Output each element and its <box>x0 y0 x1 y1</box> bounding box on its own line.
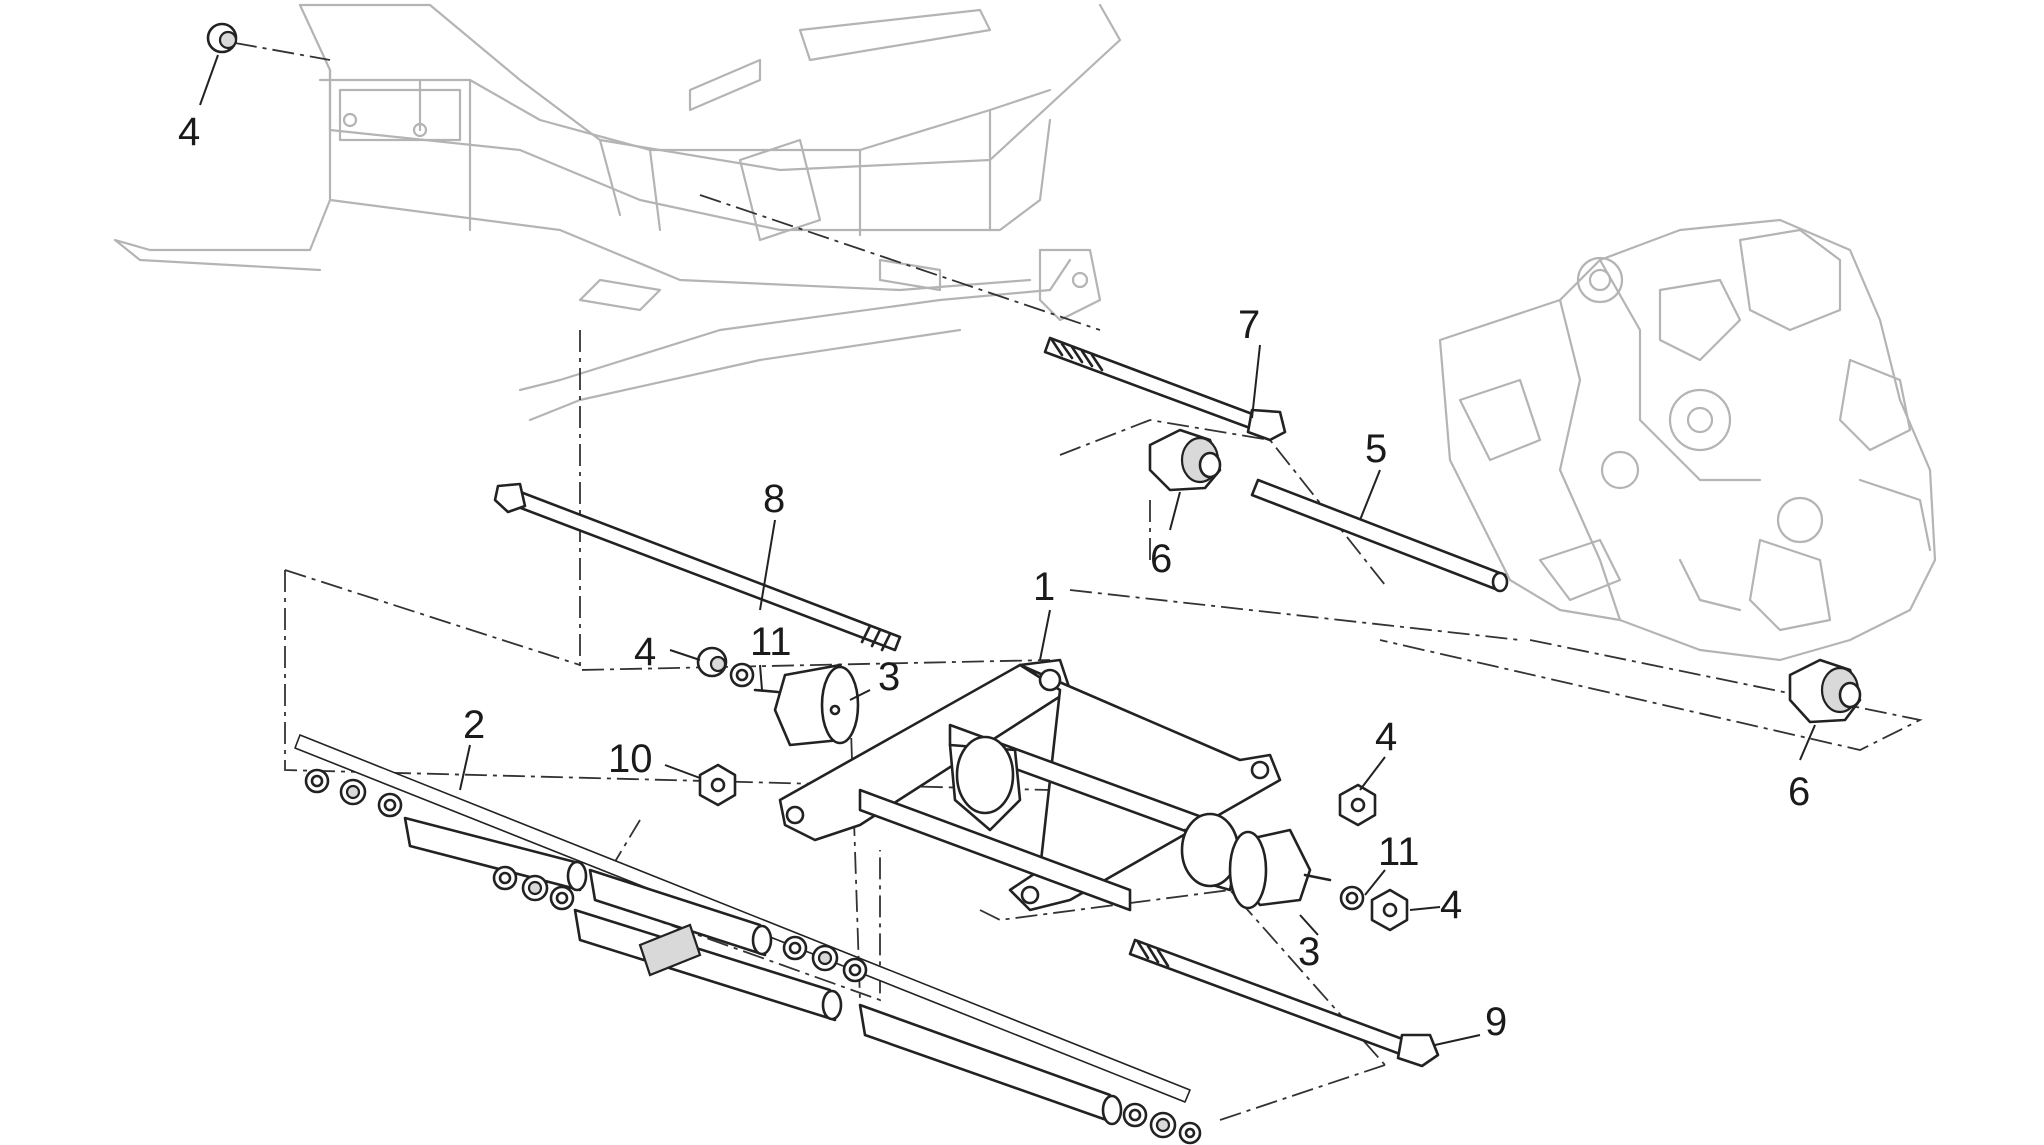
callout-8: 8 <box>763 477 785 521</box>
callout-6-upper: 6 <box>1150 537 1172 581</box>
callout-7: 7 <box>1238 303 1260 347</box>
damper-part-3-right <box>1228 828 1332 910</box>
washer-part-11-left <box>729 662 755 688</box>
frame-chassis <box>113 3 1122 422</box>
engine-block <box>1438 218 1937 662</box>
nut-part-4-right-upper <box>1338 783 1377 827</box>
callout-9: 9 <box>1485 1000 1507 1044</box>
bolt-part-9 <box>1128 938 1440 1068</box>
spacer-tubes-part-2 <box>294 734 1202 1145</box>
callout-10: 10 <box>608 737 653 781</box>
bushing-part-6-upper <box>1148 428 1222 492</box>
callout-labels: 4 7 5 6 8 1 4 11 3 2 10 4 6 11 4 3 9 <box>178 110 1810 1044</box>
callout-6-lower: 6 <box>1788 770 1810 814</box>
pin-part-5 <box>1250 478 1509 593</box>
assembly-lines <box>234 42 1923 1121</box>
washer-part-11-right <box>1339 885 1365 911</box>
callout-3-right: 3 <box>1298 930 1320 974</box>
callout-3-left: 3 <box>878 655 900 699</box>
nut-part-4-top <box>206 22 238 54</box>
damper-part-3-left <box>753 663 860 747</box>
swing-arm-part-1 <box>778 658 1282 912</box>
nut-part-10 <box>698 763 737 807</box>
callout-11-right: 11 <box>1378 830 1420 874</box>
callout-11-left: 11 <box>750 620 792 664</box>
callout-4-right: 4 <box>1440 883 1462 927</box>
bolt-part-7 <box>1043 336 1287 442</box>
leader-lines <box>199 54 1816 1046</box>
callout-5: 5 <box>1365 427 1387 471</box>
bushing-part-6-lower <box>1788 658 1862 724</box>
nut-part-4-left <box>696 646 728 678</box>
callout-4-left: 4 <box>634 630 656 674</box>
callout-2: 2 <box>463 703 485 747</box>
callout-1: 1 <box>1033 565 1055 609</box>
callout-4-right-upper: 4 <box>1375 715 1397 759</box>
nut-part-4-right <box>1370 888 1409 932</box>
bolt-part-8 <box>493 482 902 652</box>
callout-4-top: 4 <box>178 110 200 154</box>
